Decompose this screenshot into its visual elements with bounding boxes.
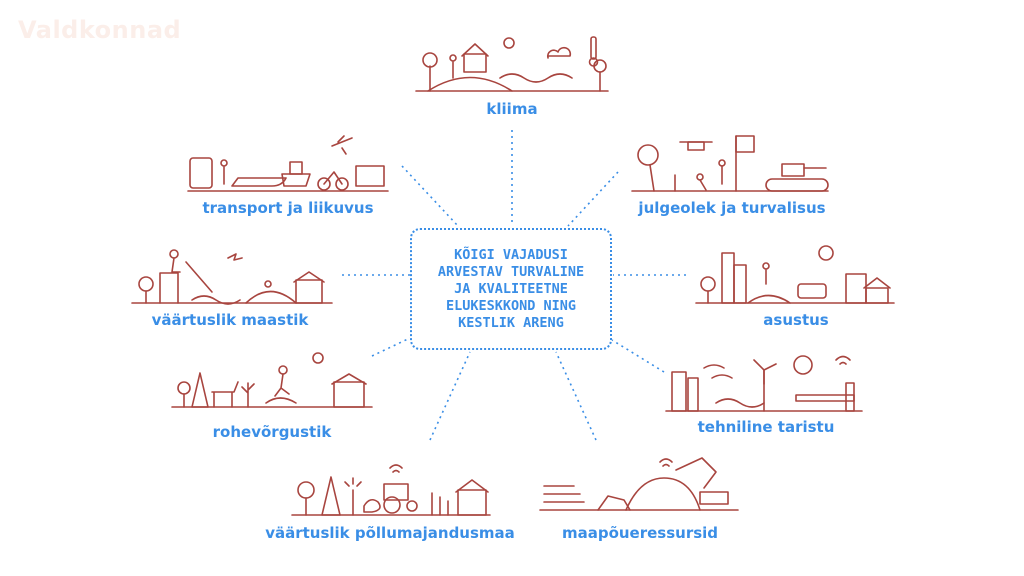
topic-label-pollumajandus: väärtuslik põllumajandusmaa: [265, 524, 515, 542]
connector-transport: [401, 165, 459, 227]
connector-maapoue: [555, 351, 597, 441]
topic-label-julgeolek: julgeolek ja turvalisus: [638, 199, 826, 217]
climate-illustration: [415, 36, 609, 92]
central-goal-line: JA KVALITEETNE: [454, 280, 568, 297]
infrastructure-illustration: [665, 355, 863, 412]
central-goal-line: KESTLIK ARENG: [458, 314, 564, 331]
central-goal-line: KÕIGI VAJADUSI: [454, 246, 568, 263]
topic-label-rohevorgustik: rohevõrgustik: [212, 423, 332, 441]
topic-label-tehniline: tehniline taristu: [697, 418, 835, 436]
farmland-illustration: [291, 464, 491, 516]
topic-label-asustus: asustus: [763, 311, 829, 329]
settlement-illustration: [695, 245, 895, 304]
security-illustration: [631, 135, 829, 192]
topic-label-maapoue: maapõueressursid: [561, 524, 719, 542]
connector-lines: [342, 130, 686, 441]
connector-rohevorgustik: [371, 337, 411, 357]
central-goal-line: ELUKESKKOND NING: [445, 297, 577, 314]
corner-title: Valdkonnad: [18, 16, 182, 44]
landscape-illustration: [131, 249, 333, 305]
central-goal-text: KÕIGI VAJADUSI ARVESTAV TURVALINE JA KVA…: [438, 247, 584, 332]
connector-julgeolek: [567, 171, 619, 227]
central-goal-box: KÕIGI VAJADUSI ARVESTAV TURVALINE JA KVA…: [410, 228, 612, 350]
mineral-resources-illustration: [539, 457, 739, 511]
green-network-illustration: [171, 352, 373, 408]
central-goal-line: ARVESTAV TURVALINE: [437, 263, 585, 280]
connector-tehniline: [611, 339, 665, 373]
connector-pollumajandus: [429, 351, 471, 441]
topic-label-transport: transport ja liikuvus: [202, 199, 374, 217]
transport-illustration: [187, 135, 389, 192]
topic-label-maastik: väärtuslik maastik: [151, 311, 309, 329]
topic-label-kliima: kliima: [486, 100, 538, 118]
